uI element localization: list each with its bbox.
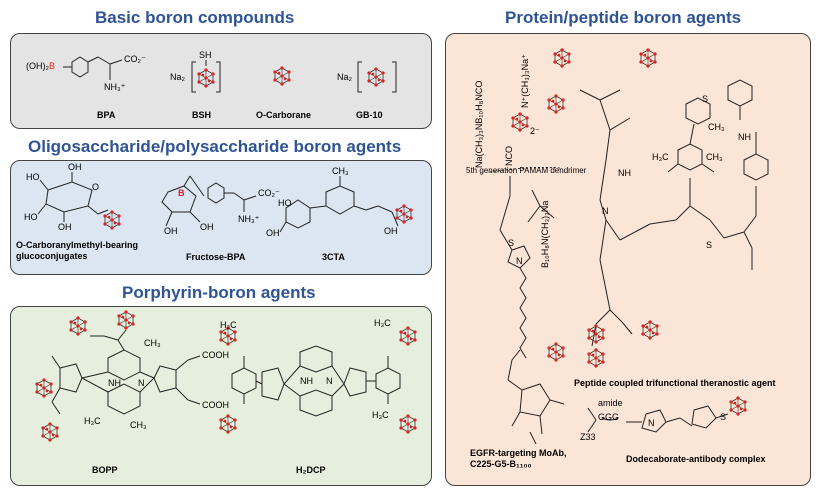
bpa-oh2: (OH)₂B bbox=[26, 61, 56, 71]
h2dcp-cage-icon bbox=[398, 325, 418, 347]
gluco-o: O bbox=[92, 182, 100, 192]
fructose-co2: CO₂⁻ bbox=[258, 188, 280, 198]
bopp-n-a: N bbox=[138, 378, 145, 388]
bopp-ch3-b: CH₃ bbox=[130, 420, 147, 430]
protein-panel bbox=[445, 33, 811, 486]
peptide-nh2: NH bbox=[738, 132, 751, 142]
gluco-ho: HO bbox=[26, 172, 40, 182]
fructose-oh2: OH bbox=[200, 222, 214, 232]
porphyrin-section-title: Porphyrin-boron agents bbox=[122, 283, 316, 302]
oligo-panel bbox=[10, 160, 432, 275]
bopp-cage-icon bbox=[40, 421, 60, 443]
gluco-oh2: OH bbox=[58, 222, 72, 232]
bsh-cage-icon bbox=[196, 67, 216, 89]
dodeca-ncharge: N⁺(CH₃)₃Na⁺ bbox=[520, 54, 530, 108]
bopp-h3c: H₃C bbox=[84, 416, 101, 426]
amide-label: amide bbox=[598, 398, 623, 408]
h2dcp-h3c-b: H₃C bbox=[374, 318, 391, 328]
dodecaborate-antibody-cage-icon bbox=[728, 395, 748, 417]
dodeca-formula: Na(CH₃)₃NB₁₀H₈NCO bbox=[474, 80, 484, 168]
h2dcp-h3c-c: H₃C bbox=[372, 410, 389, 420]
fructose-bpa-label: Fructose-BPA bbox=[186, 252, 246, 262]
bsh-na2: Na₂ bbox=[170, 72, 185, 82]
h2dcp-label: H₂DCP bbox=[296, 465, 326, 475]
fructose-nh3: NH₃⁺ bbox=[238, 214, 260, 224]
egfr-label: EGFR-targeting MoAb, C225-G5-B₁₁₀₀ bbox=[470, 448, 567, 469]
gb10-cage-icon bbox=[366, 66, 386, 88]
dodeca-n: N bbox=[648, 418, 655, 428]
h2dcp-n: N bbox=[326, 376, 333, 386]
dodecaborate-cage-icon bbox=[510, 111, 530, 133]
pamam-label: 5th generation PAMAM dendrimer bbox=[466, 166, 587, 175]
ocarborane-cage-icon bbox=[272, 65, 292, 87]
basic-section-title: Basic boron compounds bbox=[95, 8, 295, 27]
oligo-section-title: Oligosaccharide/polysaccharide boron age… bbox=[28, 137, 402, 156]
fructose-oh: OH bbox=[164, 226, 178, 236]
peptide-s: S bbox=[702, 94, 709, 104]
ggg-label: GGG bbox=[598, 412, 620, 422]
peptide-n: N bbox=[602, 206, 609, 216]
cta-label: 3CTA bbox=[322, 252, 345, 262]
egfr-n: N bbox=[516, 256, 523, 266]
cta-ch3: CH₃ bbox=[332, 166, 349, 176]
h2dcp-h3c-a: H₃C bbox=[220, 320, 237, 330]
gluco-oh: OH bbox=[68, 162, 82, 172]
cta-cage-icon bbox=[394, 203, 414, 225]
peptide-cage-icon bbox=[586, 347, 606, 369]
gluco-ho2: HO bbox=[24, 212, 38, 222]
cta-oh2: OH bbox=[384, 226, 398, 236]
h2dcp-cage-icon bbox=[398, 413, 418, 435]
h2dcp-cage-icon bbox=[218, 413, 238, 435]
peptide-ch3b: CH₃ bbox=[708, 122, 725, 132]
bopp-cage-icon bbox=[68, 315, 88, 337]
bopp-cage-icon bbox=[116, 309, 136, 331]
peptide-nh: NH bbox=[618, 168, 631, 178]
cta-oh: OH bbox=[266, 228, 280, 238]
dodeca-s: S bbox=[720, 412, 727, 422]
glucoconjugate-cage-icon bbox=[102, 209, 122, 231]
basic-panel bbox=[10, 33, 432, 129]
peptide-cage-icon bbox=[640, 319, 660, 341]
egfr-s: S bbox=[508, 238, 515, 248]
peptide-cage-icon bbox=[546, 93, 566, 115]
bopp-nh-a: NH bbox=[108, 378, 121, 388]
glucoconjugate-label: O-Carboranylmethyl-bearing glucoconjugat… bbox=[16, 240, 139, 261]
bsh-label: BSH bbox=[192, 110, 212, 120]
gb10-na2: Na₂ bbox=[337, 72, 352, 82]
peptide-cage-icon bbox=[638, 47, 658, 69]
bopp-cooh-a: COOH bbox=[202, 350, 229, 360]
bopp-cooh-b: COOH bbox=[202, 400, 229, 410]
z33-label: Z33 bbox=[580, 432, 596, 442]
bpa-label: BPA bbox=[97, 110, 116, 120]
protein-section-title: Protein/peptide boron agents bbox=[505, 8, 742, 27]
dodeca-2minus: 2⁻ bbox=[530, 126, 540, 136]
peptide-h3c: H₃C bbox=[652, 152, 669, 162]
bpa-co2: CO₂⁻ bbox=[124, 54, 146, 64]
bsh-sh: SH bbox=[199, 50, 212, 60]
bopp-label: BOPP bbox=[92, 465, 118, 475]
bopp-cage-icon bbox=[34, 377, 54, 399]
peptide-s2: S bbox=[706, 240, 713, 250]
peptide-cage-icon bbox=[586, 323, 606, 345]
cta-ho: HO bbox=[278, 198, 292, 208]
ocarborane-label: O-Carborane bbox=[256, 110, 312, 120]
peptide-ch3: CH₃ bbox=[706, 152, 723, 162]
dodeca-antibody-label: Dodecaborate-antibody complex bbox=[626, 454, 766, 464]
bpa-nh3: NH₃⁺ bbox=[104, 82, 126, 92]
bopp-ch3-a: CH₃ bbox=[144, 338, 161, 348]
fructose-b: B bbox=[178, 188, 185, 198]
egfr-chain: B₁₀H₈N(CH₃)₃Na bbox=[540, 200, 550, 268]
gb10-label: GB-10 bbox=[356, 110, 383, 120]
peptide-cage-icon bbox=[546, 341, 566, 363]
h2dcp-nh: NH bbox=[300, 376, 313, 386]
peptide-cage-icon bbox=[552, 47, 572, 69]
dodeca-nco: NCO bbox=[504, 146, 514, 166]
peptide-label: Peptide coupled trifunctional theranosti… bbox=[574, 378, 776, 388]
